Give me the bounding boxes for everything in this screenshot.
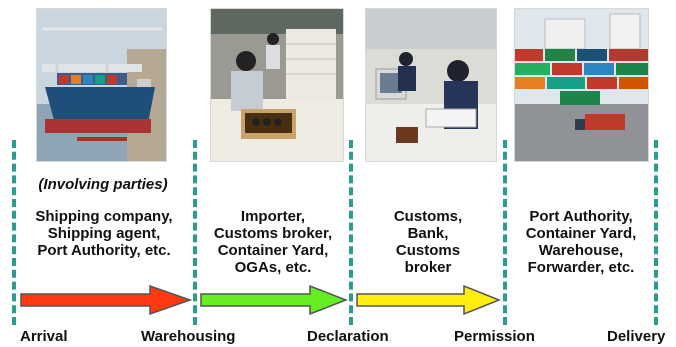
arrow-red [20, 285, 192, 315]
party-line: Customs, [393, 208, 463, 225]
stage-divider-declaration [349, 140, 353, 325]
party-line: Container Yard, [217, 242, 329, 259]
stage-label-delivery: Delivery [607, 328, 666, 345]
arrow-green [200, 285, 348, 315]
arrow-green-shape [200, 285, 348, 315]
stage-label-declaration: Declaration [307, 328, 389, 345]
party-line: Customs [395, 242, 461, 259]
warehouse-worker-photo [210, 8, 344, 162]
stage-divider-warehousing [193, 140, 197, 325]
party-line: broker [404, 259, 452, 276]
parties-warehousing-declaration: Importer, Customs broker, Container Yard… [197, 208, 349, 276]
party-line: Bank, [407, 225, 449, 242]
stage-label-warehousing: Warehousing [141, 328, 236, 345]
parties-declaration-permission: Customs, Bank, Customs broker [353, 208, 503, 276]
parties-permission-delivery: Port Authority, Container Yard, Warehous… [507, 208, 655, 276]
arrow-yellow-shape [356, 285, 501, 315]
stage-label-permission: Permission [454, 328, 535, 345]
stage-divider-permission [503, 140, 507, 325]
involving-parties-label: (Involving parties) [38, 176, 168, 193]
party-line: Shipping company, [35, 208, 173, 225]
container-yard-photo [514, 8, 649, 162]
party-line: Container Yard, [525, 225, 637, 242]
container-ship-photo [36, 8, 167, 162]
arrow-yellow [356, 285, 501, 315]
stage-label-arrival: Arrival [20, 328, 68, 345]
stage-divider-arrival [12, 140, 16, 325]
party-line: Port Authority, etc. [37, 242, 171, 259]
party-line: Shipping agent, [47, 225, 161, 242]
arrow-red-shape [20, 285, 192, 315]
party-line: Forwarder, etc. [527, 259, 635, 276]
party-line: Warehouse, [538, 242, 624, 259]
party-line: Customs broker, [213, 225, 333, 242]
party-line: Importer, [240, 208, 306, 225]
stage-divider-delivery [654, 140, 658, 325]
customs-office-photo [365, 8, 497, 162]
party-line: Port Authority, [529, 208, 633, 225]
party-line: OGAs, etc. [234, 259, 312, 276]
parties-arrival-warehousing: Shipping company, Shipping agent, Port A… [14, 208, 194, 259]
